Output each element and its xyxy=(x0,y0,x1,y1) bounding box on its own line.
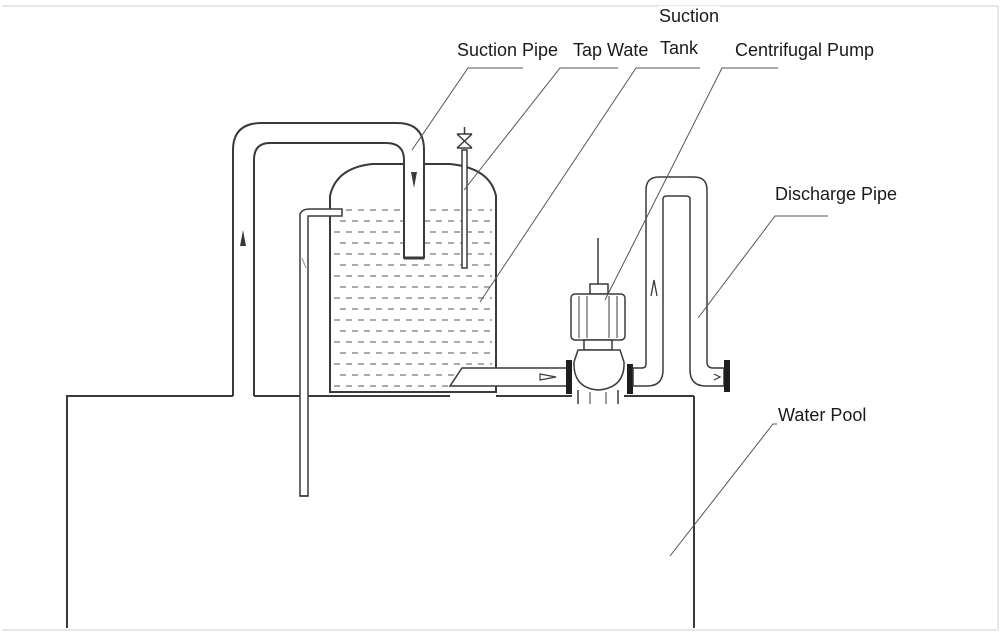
water-pool xyxy=(66,395,695,628)
pump-inlet-pipe xyxy=(448,360,572,394)
label-discharge-pipe: Discharge Pipe xyxy=(774,184,899,204)
discharge-flange xyxy=(724,360,730,392)
flow-arrow-down xyxy=(411,172,417,188)
tap-water-inlet xyxy=(456,127,473,269)
discharge-pipe xyxy=(627,176,730,394)
leader-tap-water xyxy=(463,67,618,191)
overflow-pipe xyxy=(299,208,343,497)
centrifugal-pump xyxy=(570,238,626,404)
valve-icon xyxy=(456,133,473,149)
inlet-flange xyxy=(566,360,572,394)
label-suction-tank-line1: Suction xyxy=(658,6,721,26)
label-suction-pipe: Suction Pipe xyxy=(456,40,560,60)
flow-arrow-up-discharge xyxy=(650,279,658,297)
label-centrifugal-pump: Centrifugal Pump xyxy=(734,40,876,60)
flow-arrow-right xyxy=(539,373,557,381)
leader-water-pool xyxy=(669,423,858,557)
leader-centrifugal-pump xyxy=(604,67,778,301)
leader-suction-tank xyxy=(479,67,700,303)
label-water-pool: Water Pool xyxy=(777,405,868,425)
flow-arrow-up xyxy=(240,230,246,246)
leader-suction-pipe xyxy=(411,67,523,151)
suction-pipe xyxy=(232,122,425,396)
label-suction-tank-line2: Tank xyxy=(659,38,700,58)
outlet-flange xyxy=(627,364,633,394)
frame-border xyxy=(2,5,999,631)
label-tap-water: Tap Wate xyxy=(572,40,650,60)
leader-discharge-pipe xyxy=(697,215,828,319)
